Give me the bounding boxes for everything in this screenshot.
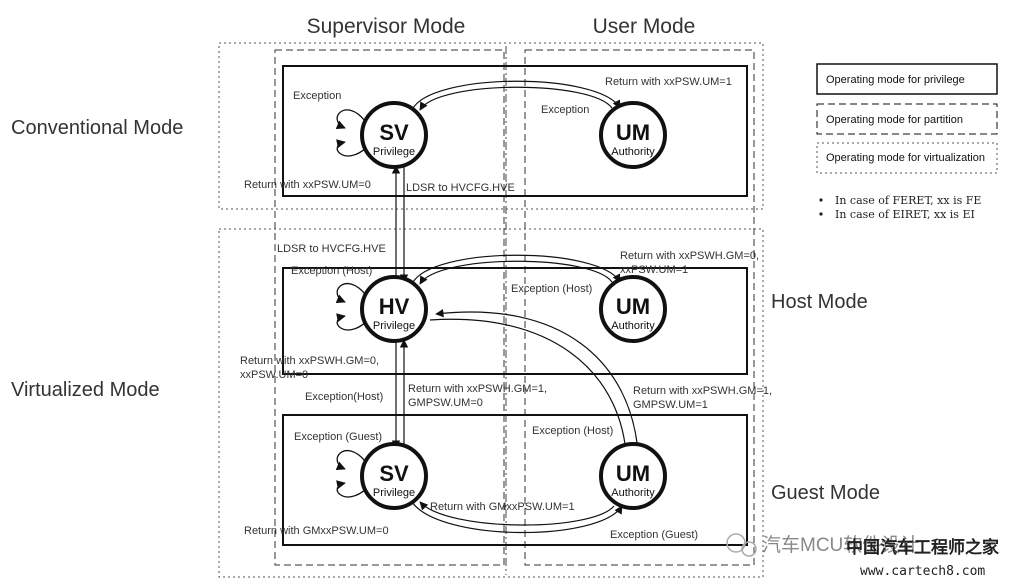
supervisor-mode-header: Supervisor Mode: [307, 15, 466, 38]
label-return-gm1-um0-1: Return with xxPSWH.GM=1,: [408, 383, 547, 395]
svg-text:UM: UM: [616, 120, 650, 145]
state-sv-conventional: SV Privilege: [360, 101, 428, 169]
state-hv-host: HV Privilege: [360, 275, 428, 343]
svg-text:Authority: Authority: [611, 146, 655, 158]
state-sv-guest: SV Privilege: [360, 442, 428, 510]
watermark-brand: 汽车MCU软件设计: [762, 534, 919, 556]
svg-text:UM: UM: [616, 461, 650, 486]
virtualized-mode-region: [218, 228, 764, 578]
note-eiret: In case of EIRET, xx is EI: [835, 208, 975, 221]
legend-partition: Operating mode for partition: [826, 114, 963, 126]
svg-text:HV: HV: [379, 294, 410, 319]
svg-text:Authority: Authority: [611, 487, 655, 499]
user-mode-column: [524, 49, 755, 566]
label-guest-exception: Exception (Guest): [610, 529, 698, 541]
conventional-partition-box: [282, 65, 748, 197]
guest-mode-label: Guest Mode: [771, 482, 880, 504]
watermark: 汽车MCU软件设计 中国汽车工程师之家 www.cartech8.com: [726, 533, 999, 579]
label-conv-return-um0: Return with xxPSW.UM=0: [244, 179, 371, 191]
notes: In case of FERET, xx is FE In case of EI…: [819, 194, 981, 221]
state-um-conventional: UM Authority: [599, 101, 667, 169]
label-host-return-um0-1: Return with xxPSWH.GM=0,: [240, 355, 379, 367]
legend-privilege: Operating mode for privilege: [826, 74, 965, 86]
virtualized-mode-label: Virtualized Mode: [11, 379, 160, 401]
host-partition-box: [282, 267, 748, 375]
label-exception-host-left: Exception(Host): [305, 391, 383, 403]
conventional-mode-label: Conventional Mode: [11, 117, 183, 139]
user-mode-header: User Mode: [593, 15, 696, 38]
label-host-return-um0-2: xxPSW.UM=0: [240, 369, 308, 381]
label-return-gm1-um1-1: Return with xxPSWH.GM=1,: [633, 385, 772, 397]
state-um-host: UM Authority: [599, 275, 667, 343]
label-conv-exception-self: Exception: [293, 90, 341, 102]
svg-text:UM: UM: [616, 294, 650, 319]
guest-partition-box: [282, 414, 748, 546]
watermark-site-name: 中国汽车工程师之家: [846, 537, 999, 558]
svg-text:SV: SV: [379, 120, 409, 145]
svg-text:Privilege: Privilege: [373, 146, 415, 158]
label-exception-host-right: Exception (Host): [532, 425, 613, 437]
state-um-guest: UM Authority: [599, 442, 667, 510]
svg-text:Authority: Authority: [611, 320, 655, 332]
label-conv-exception: Exception: [541, 104, 589, 116]
legend-virtualization: Operating mode for virtualization: [826, 152, 985, 164]
host-mode-label: Host Mode: [771, 291, 868, 313]
svg-text:Privilege: Privilege: [373, 320, 415, 332]
label-host-return-gm0-2: xxPSW.UM=1: [620, 264, 688, 276]
conventional-mode-region: [218, 42, 764, 210]
label-guest-return-um1: Return with GMxxPSW.UM=1: [430, 501, 575, 513]
note-feret: In case of FERET, xx is FE: [835, 194, 981, 207]
label-host-exception: Exception (Host): [511, 283, 592, 295]
watermark-url: www.cartech8.com: [860, 564, 985, 579]
label-host-exception-self: Exception (Host): [291, 265, 372, 277]
legend: Operating mode for privilege Operating m…: [816, 63, 998, 174]
supervisor-mode-column: [274, 49, 505, 566]
label-return-gm1-um0-2: GMPSW.UM=0: [408, 397, 483, 409]
label-guest-return-um0: Return with GMxxPSW.UM=0: [244, 525, 389, 537]
label-host-return-gm0-1: Return with xxPSWH.GM=0,: [620, 250, 759, 262]
label-ldsr-1: LDSR to HVCFG.HVE: [406, 182, 515, 194]
svg-text:Privilege: Privilege: [373, 487, 415, 499]
svg-text:SV: SV: [379, 461, 409, 486]
label-conv-return-um1: Return with xxPSW.UM=1: [605, 76, 732, 88]
label-ldsr-2: LDSR to HVCFG.HVE: [277, 243, 386, 255]
label-return-gm1-um1-2: GMPSW.UM=1: [633, 399, 708, 411]
label-guest-exception-self: Exception (Guest): [294, 431, 382, 443]
